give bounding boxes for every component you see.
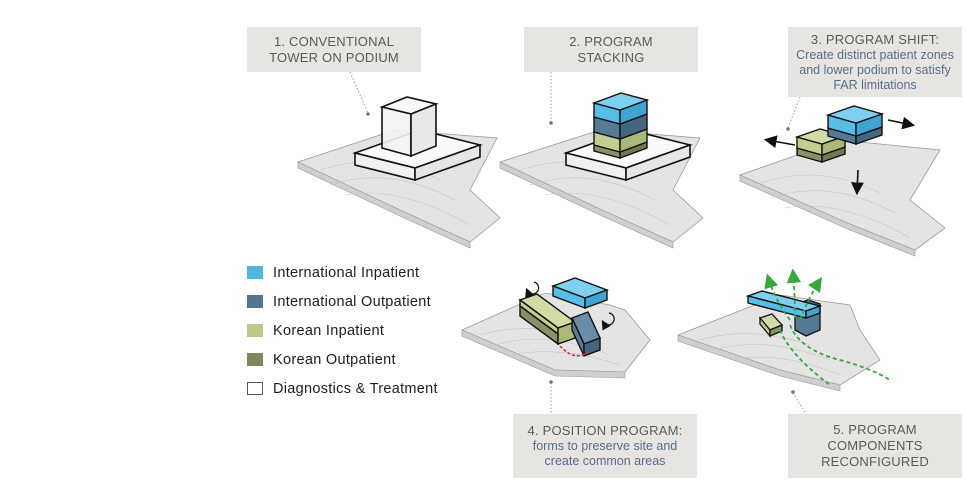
leader-line-5 [792, 392, 807, 415]
diagram-5-components-reconfigured [676, 268, 891, 392]
legend-item-international-inpatient: International Inpatient [247, 258, 438, 287]
rotate-icon [525, 281, 540, 299]
step-5-label: 5. PROGRAM COMPONENTS RECONFIGURED [788, 414, 962, 478]
step-4-subtitle-line-2: create common areas [544, 454, 666, 468]
legend-item-international-outpatient: International Outpatient [247, 287, 438, 316]
step-4-label: 4. POSITION PROGRAM: forms to preserve s… [513, 414, 697, 478]
leader-dot-5 [791, 390, 795, 394]
arrow-right-icon [887, 116, 916, 130]
step-2-label: 2. PROGRAM STACKING [524, 27, 698, 72]
flow-arrow-icon [799, 277, 822, 321]
arrow-down-icon [851, 169, 864, 196]
common-area-arc [559, 345, 589, 357]
legend-item-korean-inpatient: Korean Inpatient [247, 316, 438, 345]
step-3-subtitle-line-2: and lower podium to satisfy [799, 62, 951, 77]
legend-label: Korean Outpatient [273, 351, 396, 368]
leader-line-3 [787, 96, 801, 129]
diagram-3-program-shift [738, 105, 946, 257]
flow-path [779, 329, 831, 386]
swatch-korean-outpatient [247, 353, 263, 366]
swatch-diagnostics-treatment [247, 382, 263, 395]
legend: International Inpatient International Ou… [247, 258, 438, 403]
diagram-2-program-stacking [498, 92, 704, 249]
legend-item-diagnostics-treatment: Diagnostics & Treatment [247, 374, 438, 403]
leader-dot-1 [366, 112, 370, 116]
leader-dot-3 [786, 127, 790, 131]
step-1-title-line-1: 1. CONVENTIONAL [273, 33, 395, 49]
legend-label: International Outpatient [273, 293, 431, 310]
legend-label: Diagnostics & Treatment [273, 380, 438, 397]
legend-label: Korean Inpatient [273, 322, 385, 339]
flow-path [789, 324, 891, 381]
step-3-title: 3. PROGRAM SHIFT: [810, 31, 940, 47]
flow-arrow-icon [764, 273, 791, 321]
step-5-title-line-1: 5. PROGRAM [833, 422, 917, 437]
swatch-international-inpatient [247, 266, 263, 279]
legend-item-korean-outpatient: Korean Outpatient [247, 345, 438, 374]
diagram-4-position-program [461, 277, 651, 379]
leader-lines [349, 71, 807, 415]
step-1-title-line-2: TOWER ON PODIUM [269, 49, 399, 65]
step-2-title-line-2: STACKING [577, 49, 645, 65]
step-3-subtitle-line-1: Create distinct patient zones [796, 47, 954, 62]
leader-line-1 [349, 71, 369, 114]
step-4-subtitle-line-1: forms to preserve site and [532, 439, 678, 453]
arrow-left-icon [763, 135, 796, 148]
diagram-1-tower-on-podium [296, 96, 501, 249]
step-1-label: 1. CONVENTIONAL TOWER ON PODIUM [247, 27, 421, 72]
block-korean-outpatient [769, 324, 783, 337]
step-2-title-line-1: 2. PROGRAM [569, 33, 653, 49]
swatch-international-outpatient [247, 295, 263, 308]
step-3-label: 3. PROGRAM SHIFT: Create distinct patien… [788, 27, 962, 97]
swatch-korean-inpatient [247, 324, 263, 337]
rotate-icon [601, 312, 615, 331]
flow-arrow-icon [786, 268, 802, 319]
leader-dot-4 [549, 380, 553, 384]
step-5-title-line-3: RECONFIGURED [821, 454, 929, 469]
step-5-title-line-2: COMPONENTS [827, 438, 923, 453]
leader-dot-2 [549, 121, 553, 125]
step-3-subtitle-line-3: FAR limitations [833, 77, 917, 92]
step-4-title: 4. POSITION PROGRAM: [527, 423, 683, 438]
legend-label: International Inpatient [273, 264, 420, 281]
